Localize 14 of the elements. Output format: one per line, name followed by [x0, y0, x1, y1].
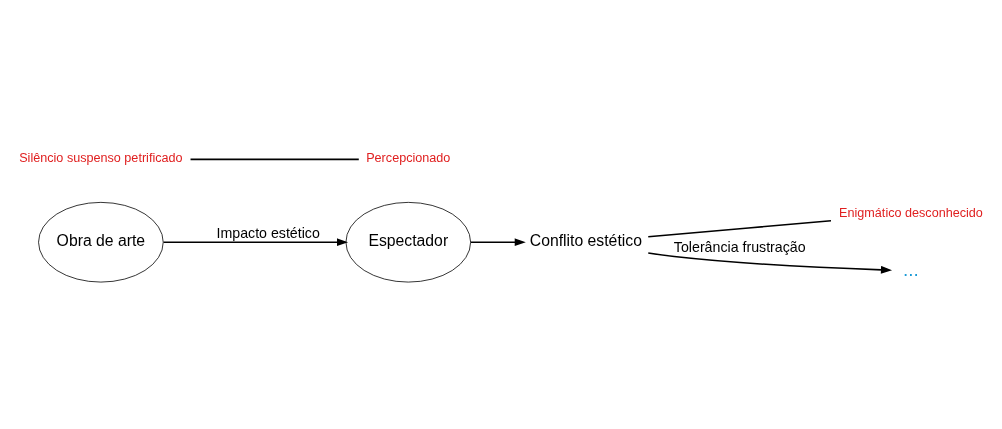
- edge-label: Tolerância frustração: [673, 238, 806, 255]
- edge-label: Impacto estético: [216, 224, 320, 241]
- connector: [647, 219, 832, 238]
- arrow: [162, 237, 349, 246]
- node-text: ...: [903, 258, 919, 280]
- node-ellipse: Espectador: [345, 201, 471, 282]
- arrow: [470, 237, 526, 246]
- connector: [189, 158, 360, 160]
- node-ellipse: Obra de arte: [38, 201, 164, 282]
- node-text: Percepcionado: [366, 150, 451, 165]
- node-text: Conflito estético: [529, 231, 642, 249]
- node-text: Silêncio suspenso petrificado: [19, 150, 183, 165]
- arrow: [647, 251, 892, 274]
- node-text: Enigmático desconhecido: [839, 205, 983, 220]
